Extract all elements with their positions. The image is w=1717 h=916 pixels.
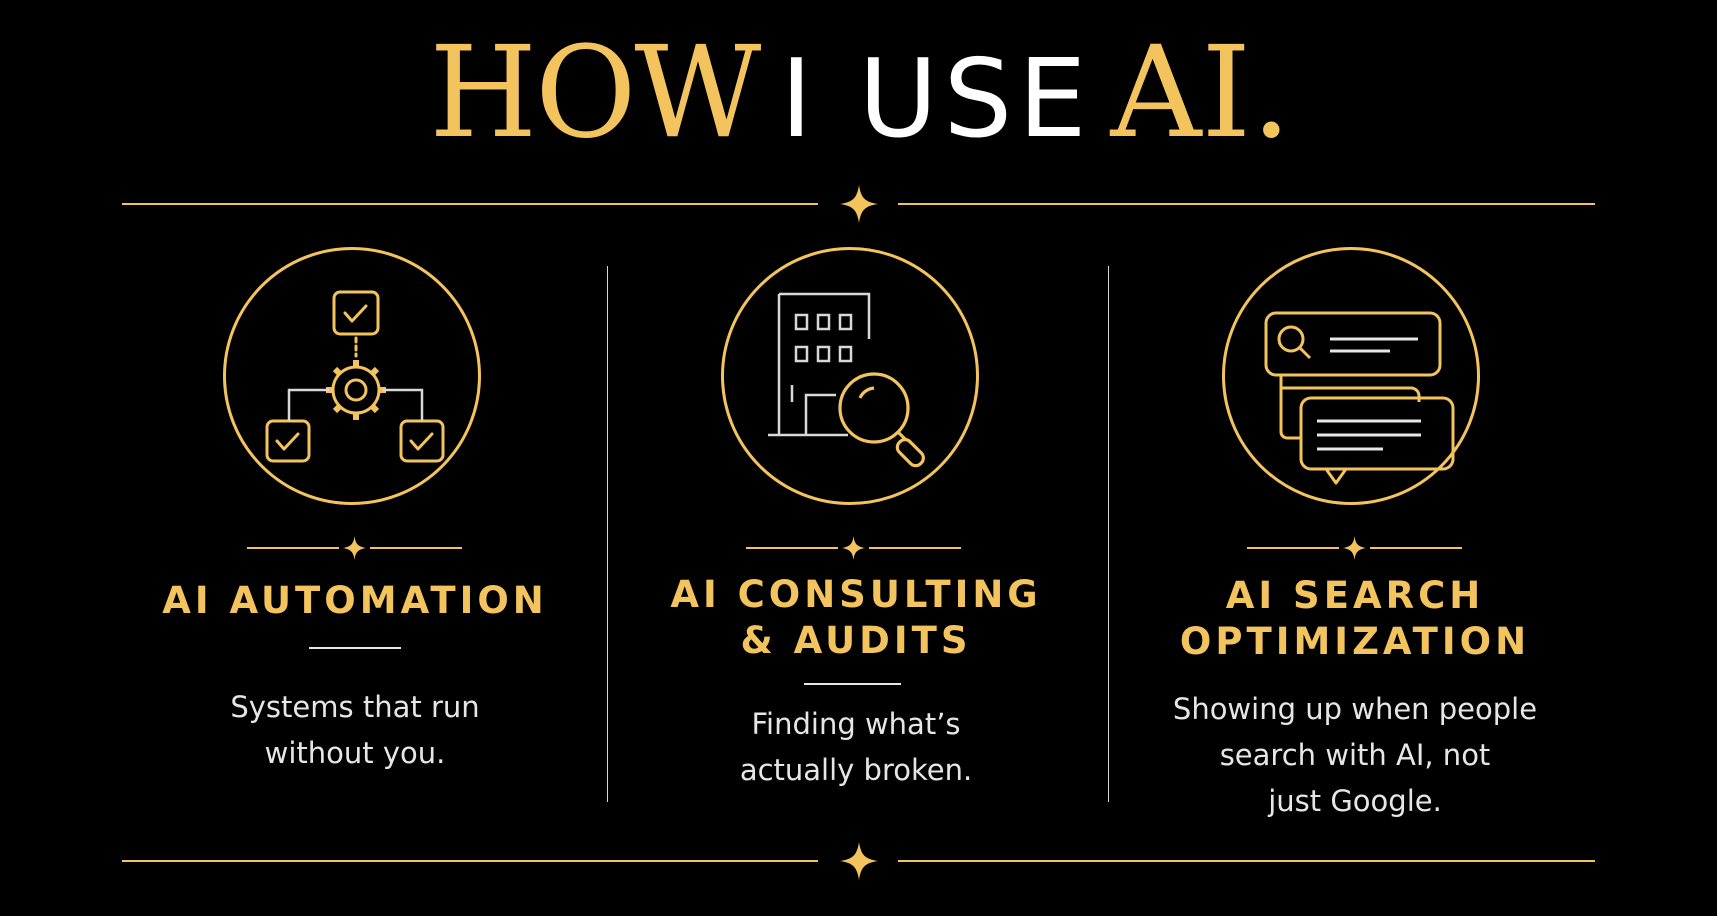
consulting-icon-circle <box>721 247 979 505</box>
search-chat-icon <box>1264 311 1455 485</box>
automation-title-rule <box>309 647 401 649</box>
search-sparkle-divider <box>1247 536 1462 560</box>
column-separator-1 <box>607 266 608 802</box>
search-optimization-title: AI SEARCH OPTIMIZATION <box>1179 574 1531 663</box>
column-separator-2 <box>1108 266 1109 802</box>
title-i-use: I USE <box>780 37 1093 162</box>
title-ai: AI. <box>1110 19 1292 166</box>
top-rule-right <box>898 203 1595 205</box>
automation-description: Systems that run without you. <box>230 690 480 770</box>
search-optimization-icon-circle <box>1222 247 1480 505</box>
building-search-icon <box>768 292 925 468</box>
automation-title: AI AUTOMATION <box>162 579 548 622</box>
workflow-automation-icon <box>265 290 445 463</box>
consulting-description: Finding what’s actually broken. <box>739 707 973 787</box>
bottom-sparkle-icon <box>840 842 878 880</box>
consulting-title-rule <box>804 683 901 685</box>
top-rule-left <box>122 203 818 205</box>
title-how: HOW <box>429 19 761 166</box>
consulting-sparkle-divider <box>746 536 961 560</box>
bottom-rule-right <box>898 860 1595 862</box>
search-optimization-description: Showing up when people search with AI, n… <box>1172 692 1538 818</box>
top-sparkle-icon <box>840 185 878 223</box>
automation-icon-circle <box>223 247 481 505</box>
automation-sparkle-divider <box>247 536 462 560</box>
bottom-rule-left <box>122 860 818 862</box>
consulting-title: AI CONSULTING & AUDITS <box>670 573 1042 662</box>
